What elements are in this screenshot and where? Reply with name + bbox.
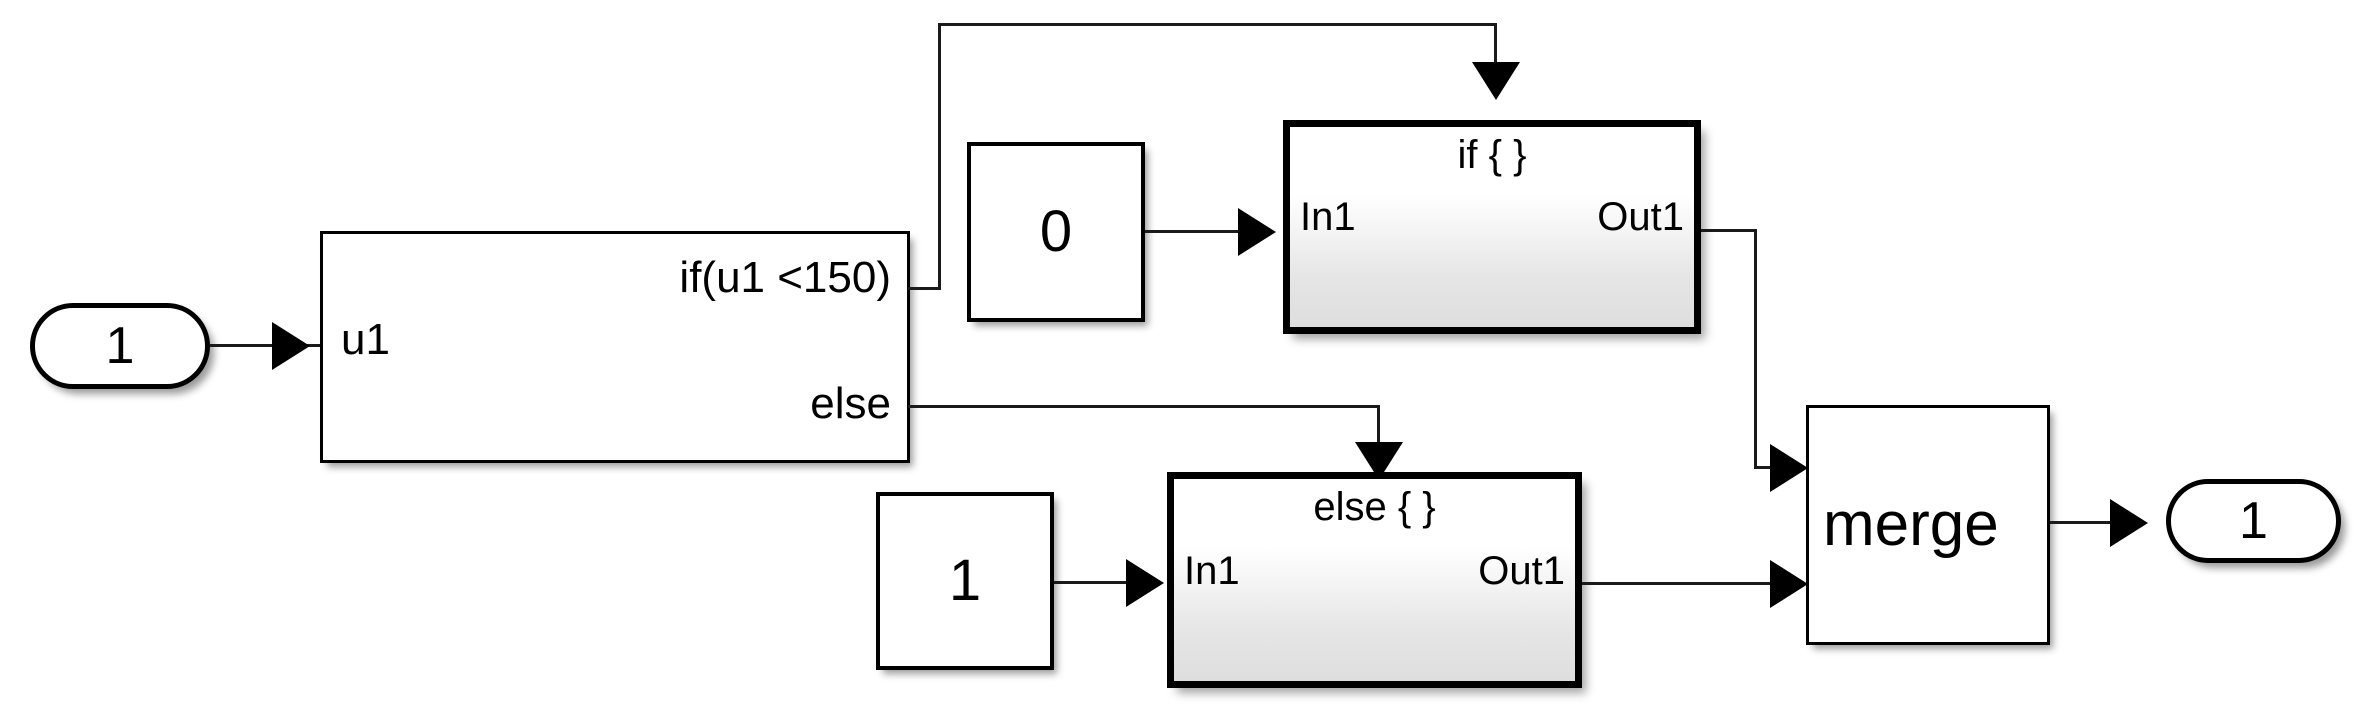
wire-if-out-seg2[interactable]: [1754, 229, 1757, 469]
inport-block[interactable]: 1: [30, 303, 210, 389]
outport-label: 1: [2239, 492, 2268, 550]
if-block-else-label: else: [810, 379, 891, 428]
if-block-inport-label: u1: [341, 315, 390, 364]
inport-label: 1: [105, 317, 135, 375]
if-subsystem-outport-label: Out1: [1597, 195, 1684, 239]
wire-else-seg1[interactable]: [908, 405, 1380, 408]
constant-one-block[interactable]: 1: [876, 492, 1054, 670]
merge-block-label: merge: [1823, 490, 1999, 559]
if-action-subsystem-block[interactable]: if { } In1 Out1: [1283, 120, 1701, 334]
if-subsystem-title: if { }: [1457, 133, 1527, 177]
arrowhead-else-subsystem-in1: [1126, 559, 1164, 607]
arrowhead-if-subsystem-trigger: [1472, 62, 1520, 100]
wire-if-cond-seg1[interactable]: [908, 287, 941, 290]
constant-zero-value: 0: [1039, 199, 1073, 264]
wire-const0-to-if-subsystem[interactable]: [1145, 230, 1245, 233]
constant-one-value: 1: [948, 548, 982, 613]
wire-if-cond-seg2[interactable]: [938, 23, 941, 290]
if-subsystem-inport-label: In1: [1300, 195, 1356, 239]
wire-merge-to-outport[interactable]: [2050, 521, 2144, 524]
else-subsystem-title: else { }: [1313, 485, 1436, 529]
wire-if-cond-seg4[interactable]: [1494, 23, 1497, 70]
constant-zero-block[interactable]: 0: [967, 142, 1145, 322]
arrowhead-merge-in1: [1770, 444, 1808, 492]
arrowhead-merge-in2: [1770, 560, 1808, 608]
if-condition-block[interactable]: u1 if(u1 <150) else: [320, 231, 910, 463]
wire-if-cond-seg3[interactable]: [938, 23, 1497, 26]
arrowhead-outport: [2110, 499, 2148, 547]
else-subsystem-inport-label: In1: [1184, 549, 1240, 593]
arrowhead-if-subsystem-in1: [1238, 208, 1276, 256]
wire-else-out-to-merge[interactable]: [1582, 582, 1794, 585]
arrowhead-if-u1: [272, 322, 310, 370]
else-action-subsystem-block[interactable]: else { } In1 Out1: [1167, 472, 1582, 688]
outport-block[interactable]: 1: [2166, 479, 2341, 563]
merge-block[interactable]: merge: [1806, 405, 2050, 645]
wire-const1-to-else-subsystem[interactable]: [1054, 581, 1144, 584]
if-block-condition-label: if(u1 <150): [679, 253, 891, 302]
wire-inport-to-if[interactable]: [210, 344, 322, 347]
wire-else-seg2[interactable]: [1377, 405, 1380, 453]
wire-if-out-seg1[interactable]: [1701, 229, 1757, 232]
else-subsystem-outport-label: Out1: [1478, 549, 1565, 593]
